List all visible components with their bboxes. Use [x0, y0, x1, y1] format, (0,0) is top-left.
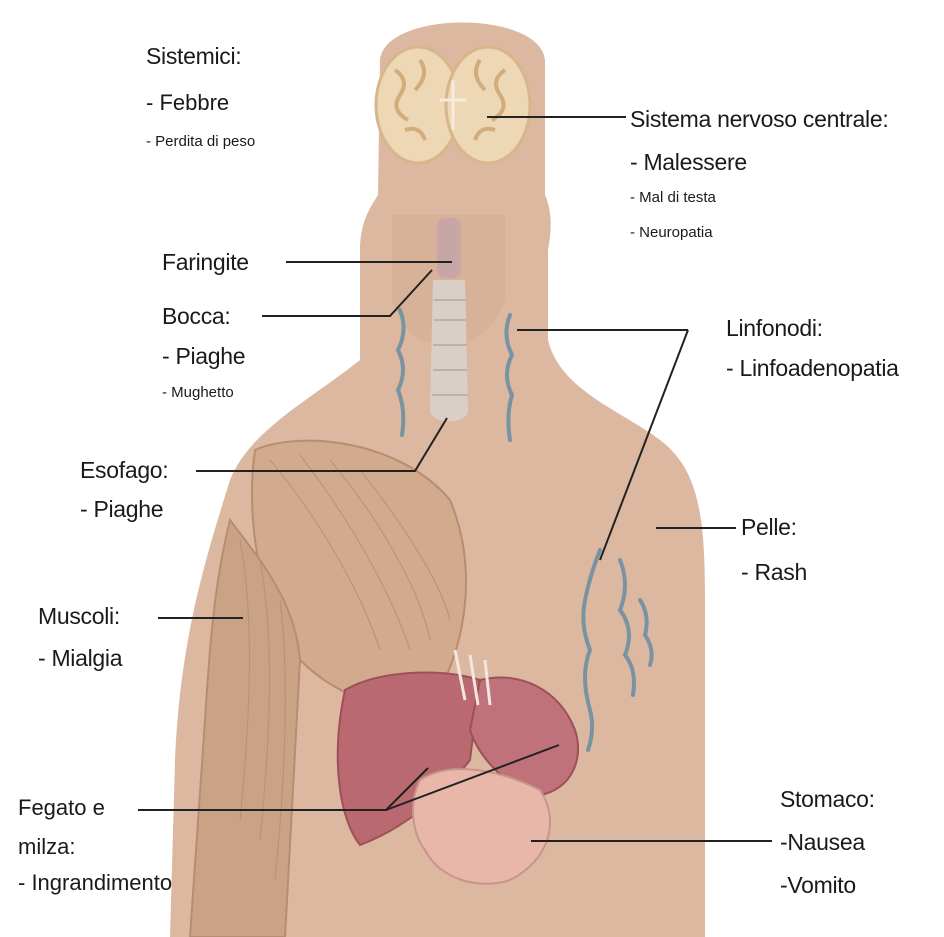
mouth-item-sores: - Piaghe	[162, 345, 245, 368]
mouth-item-thrush: - Mughetto	[162, 385, 234, 400]
skin-item-rash: - Rash	[741, 561, 807, 584]
stomach-title: Stomaco:	[780, 788, 875, 811]
cns-item-neuropathy: - Neuropatia	[630, 225, 713, 240]
liver-spleen-title-line2: milza:	[18, 836, 75, 858]
pharynx	[437, 218, 461, 278]
lymph-item-lymphadenopathy: - Linfoadenopatia	[726, 357, 899, 380]
esophagus-item-sores: - Piaghe	[80, 498, 163, 521]
cns-title: Sistema nervoso centrale:	[630, 108, 888, 131]
mouth-title: Bocca:	[162, 305, 231, 328]
liver-spleen-title-line1: Fegato e	[18, 797, 105, 819]
liver-spleen-item-enlargement: - Ingrandimento	[18, 872, 172, 894]
brain-right-hemisphere	[446, 47, 530, 163]
stomach-item-nausea: -Nausea	[780, 831, 865, 854]
stomach-item-vomiting: -Vomito	[780, 874, 856, 897]
systemic-title: Sistemici:	[146, 45, 241, 68]
systemic-item-weight-loss: - Perdita di peso	[146, 134, 255, 149]
skin-title: Pelle:	[741, 516, 797, 539]
cns-item-headache: - Mal di testa	[630, 190, 716, 205]
cns-item-malaise: - Malessere	[630, 151, 747, 174]
muscles-item-myalgia: - Mialgia	[38, 647, 122, 670]
lymph-title: Linfonodi:	[726, 317, 823, 340]
trachea	[430, 280, 468, 421]
systemic-item-fever: - Febbre	[146, 92, 229, 114]
muscles-title: Muscoli:	[38, 605, 120, 628]
pharynx-title: Faringite	[162, 251, 249, 274]
esophagus-title: Esofago:	[80, 459, 168, 482]
